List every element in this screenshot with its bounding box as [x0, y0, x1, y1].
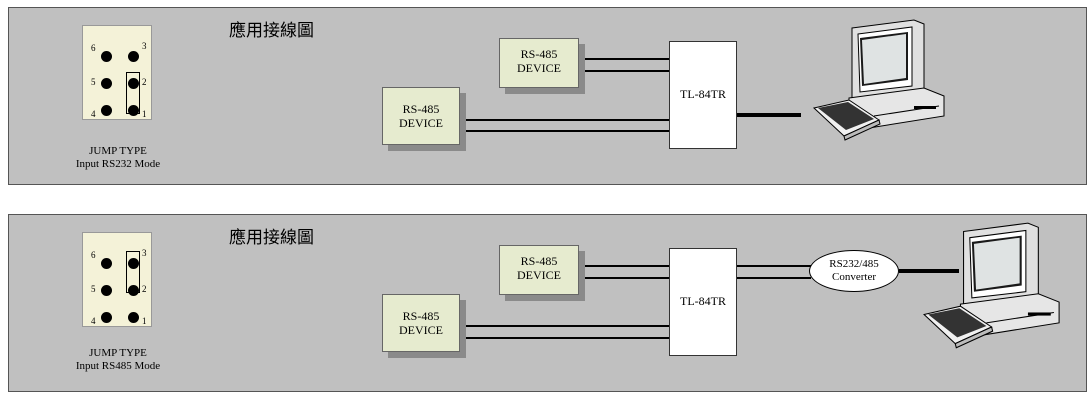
jumper-pin [101, 105, 112, 116]
rs485-device-bottom: RS-485 DEVICE [382, 294, 460, 352]
wiring-diagram-heading: 應用接線圖 [229, 21, 314, 41]
rs485-device-bottom: RS-485 DEVICE [382, 87, 460, 145]
jumper-pin [128, 105, 139, 116]
wiring-diagram-heading: 應用接線圖 [229, 228, 314, 248]
connection-line [584, 265, 670, 267]
rs485-device-top: RS-485 DEVICE [499, 245, 579, 295]
jump-mode-label: Input RS485 Mode [75, 360, 161, 372]
jumper-block: 6 3 5 2 4 1 [82, 25, 152, 120]
jumper-cap [126, 72, 140, 114]
controller-label: TL-84TR [680, 87, 726, 101]
jumper-pin [101, 285, 112, 296]
device-label: RS-485 [520, 47, 558, 61]
device-label: RS-485 [402, 309, 440, 323]
controller-label: TL-84TR [680, 294, 726, 308]
wiring-panel-rs485: 6 3 5 2 4 1 JUMP TYPE Input RS485 Mode 應… [8, 214, 1087, 392]
connection-line [466, 119, 670, 121]
rs232-485-converter: RS232/485 Converter [809, 250, 899, 292]
pin-number: 3 [142, 248, 147, 258]
pin-number: 2 [142, 284, 147, 294]
jumper-pin [128, 78, 139, 89]
pin-number: 2 [142, 77, 147, 87]
device-label: DEVICE [517, 268, 561, 282]
rs485-device-top: RS-485 DEVICE [499, 38, 579, 88]
converter-label: RS232/485 [829, 258, 879, 270]
jumper-pin [101, 312, 112, 323]
device-label: DEVICE [517, 61, 561, 75]
pin-number: 5 [91, 77, 96, 87]
wiring-panel-rs232: 6 3 5 2 4 1 JUMP TYPE Input RS232 Mode 應… [8, 7, 1087, 185]
connection-line [584, 277, 670, 279]
pin-number: 1 [142, 109, 147, 119]
jumper-pin [128, 258, 139, 269]
jumper-cap [126, 251, 140, 293]
pin-number: 3 [142, 41, 147, 51]
connection-line [466, 337, 670, 339]
computer-cable [899, 269, 959, 273]
connection-line [736, 265, 811, 267]
device-label: RS-485 [402, 102, 440, 116]
pin-number: 6 [91, 250, 96, 260]
connection-line [466, 130, 670, 132]
pin-number: 4 [91, 109, 96, 119]
pin-number: 5 [91, 284, 96, 294]
device-label: DEVICE [399, 323, 443, 337]
device-label: RS-485 [520, 254, 558, 268]
jumper-pin [128, 285, 139, 296]
computer-icon [923, 222, 1060, 349]
tl-84tr-controller: TL-84TR [669, 248, 737, 356]
pin-number: 1 [142, 316, 147, 326]
jumper-pin [101, 51, 112, 62]
computer-cable [736, 113, 801, 117]
jumper-pin [128, 312, 139, 323]
jump-type-title: JUMP TYPE [89, 145, 147, 157]
device-label: DEVICE [399, 116, 443, 130]
connection-line [584, 70, 670, 72]
converter-label: Converter [832, 271, 876, 283]
connection-line [584, 58, 670, 60]
jump-mode-label: Input RS232 Mode [75, 158, 161, 170]
jumper-block: 6 3 5 2 4 1 [82, 232, 152, 327]
pin-number: 4 [91, 316, 96, 326]
connection-line [466, 325, 670, 327]
jump-type-title: JUMP TYPE [89, 347, 147, 359]
jumper-pin [101, 258, 112, 269]
tl-84tr-controller: TL-84TR [669, 41, 737, 149]
computer-icon [812, 19, 945, 141]
pin-number: 6 [91, 43, 96, 53]
jumper-pin [128, 51, 139, 62]
jumper-pin [101, 78, 112, 89]
connection-line [736, 277, 811, 279]
